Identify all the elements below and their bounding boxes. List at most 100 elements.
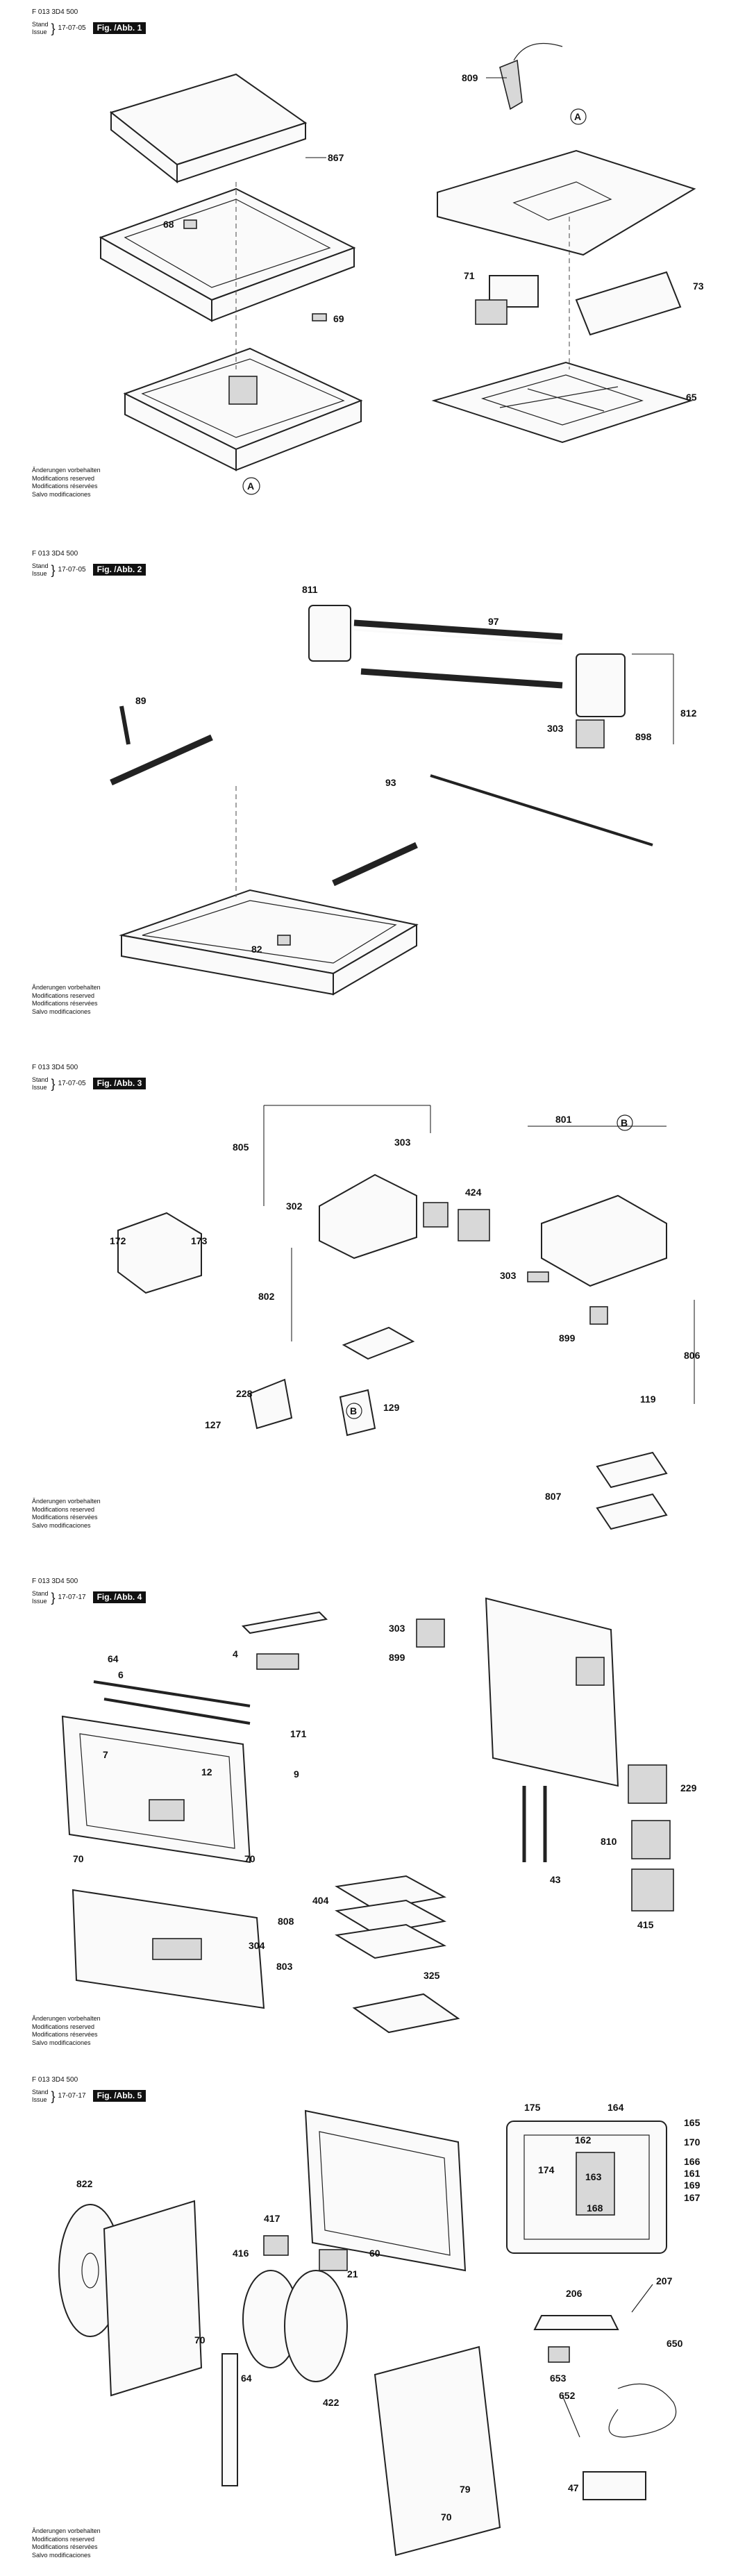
power-cable-part: [608, 2383, 677, 2438]
issue-label: Issue: [32, 2096, 47, 2103]
carriage-left-part: [308, 605, 351, 662]
base-plate-part: [352, 1993, 460, 2034]
lid-part: [109, 73, 308, 184]
callout-label: 68: [163, 219, 174, 230]
reference-marker: [570, 108, 587, 125]
modification-notes: Änderungen vorbehalten Modifications res…: [32, 2527, 101, 2560]
issue-label: Issue: [32, 28, 47, 35]
brush-part: [548, 2346, 570, 2363]
reference-marker: [617, 1114, 633, 1131]
print-head-part: [117, 1212, 202, 1294]
callout-label: 304: [249, 1940, 265, 1951]
modification-notes: Änderungen vorbehalten Modifications res…: [32, 984, 101, 1017]
callout-label: 802: [258, 1291, 275, 1302]
callout-label: 811: [302, 584, 318, 595]
exploded-view-drawing: 811 97 89 812 303 898 93 82: [110, 584, 697, 996]
callout-label: 170: [684, 2136, 701, 2148]
callout-label: 65: [686, 392, 697, 403]
scraper-part: [533, 2315, 619, 2330]
frame-part: [304, 2109, 467, 2272]
rear-housing-part: [485, 1597, 619, 1787]
callout-label: 207: [656, 2275, 673, 2286]
callout-label: 228: [236, 1388, 253, 1399]
callout-label: 404: [312, 1895, 329, 1906]
callout-label: 47: [568, 2482, 579, 2493]
callout-label: 6: [118, 1669, 124, 1680]
note-de: Änderungen vorbehalten: [32, 1498, 101, 1505]
exploded-view-drawing: 4 64 6 171 7 12 9 70 70 304 803 303: [61, 1597, 697, 2034]
callout-label: 167: [684, 2192, 701, 2203]
stand-label: Stand: [32, 20, 49, 28]
figure-title: Fig. /Abb. 2: [92, 564, 146, 576]
issue-label: Issue: [32, 569, 47, 577]
fan-part: [628, 1764, 667, 1804]
callout-label: 898: [635, 731, 652, 742]
connector-part: [319, 2249, 348, 2271]
part-number: F 013 3D4 500: [32, 2076, 78, 2084]
callout-label: 812: [680, 708, 697, 719]
figure-title: Fig. /Abb. 3: [92, 1078, 146, 1090]
callout-label: 9: [294, 1768, 299, 1780]
motor-part: [576, 719, 605, 748]
callout-label: 650: [667, 2338, 683, 2349]
callout-label: A: [247, 480, 254, 492]
callout-label: 70: [244, 1853, 255, 1864]
callout-label: 64: [241, 2373, 252, 2384]
side-panel-part: [103, 2200, 203, 2397]
callout-label: 89: [135, 695, 146, 706]
callout-label: 119: [640, 1394, 656, 1405]
issue-label: Issue: [32, 1083, 47, 1091]
callout-label: 69: [333, 313, 344, 324]
callout-label: B: [621, 1117, 628, 1128]
callout-label: 416: [233, 2248, 249, 2259]
callout-label: 805: [233, 1141, 249, 1153]
module-part: [489, 275, 539, 308]
note-fr: Modifications réservées: [32, 2543, 98, 2551]
clip-part: [312, 313, 327, 321]
callout-label: 70: [441, 2511, 452, 2523]
usb-cable-part: [562, 2395, 580, 2438]
callout-label: 162: [575, 2134, 592, 2146]
callout-label: 810: [601, 1836, 617, 1847]
callout-label: 653: [550, 2373, 567, 2384]
housing-shell-part: [249, 1378, 293, 1430]
note-fr: Modifications réservées: [32, 1514, 98, 1521]
modification-notes: Änderungen vorbehalten Modifications res…: [32, 1498, 101, 1530]
callout-label: 129: [383, 1402, 400, 1413]
tray-part: [596, 1451, 668, 1489]
note-fr: Modifications réservées: [32, 483, 98, 490]
callout-label: A: [574, 111, 581, 122]
lower-chassis-part: [123, 347, 363, 471]
callout-label: 229: [680, 1782, 697, 1793]
callout-label: 43: [550, 1874, 561, 1885]
callout-label: 822: [76, 2178, 93, 2189]
note-es: Salvo modificaciones: [32, 1008, 91, 1016]
callout-label: 168: [587, 2202, 603, 2214]
callout-label: 172: [110, 1235, 126, 1246]
gear-part: [423, 1202, 449, 1228]
issue-date: 17-07-17: [58, 1593, 86, 1601]
figure-title: Fig. /Abb. 5: [92, 2090, 146, 2102]
callout-label: 424: [465, 1187, 482, 1198]
callout-label: 79: [460, 2484, 471, 2495]
callout-label: 173: [191, 1235, 208, 1246]
board-stack-part: [335, 1875, 446, 1959]
note-fr: Modifications réservées: [32, 1000, 98, 1007]
callout-label: 21: [347, 2268, 358, 2280]
callout-label: 70: [73, 1853, 84, 1864]
note-en: Modifications reserved: [32, 992, 95, 999]
callout-label: 64: [108, 1653, 119, 1664]
callout-label: 171: [290, 1728, 307, 1739]
callout-label: 7: [103, 1749, 108, 1760]
callout-label: 899: [559, 1332, 576, 1344]
callout-label: 801: [555, 1114, 572, 1125]
callout-label: 165: [684, 2117, 701, 2128]
callout-label: 303: [394, 1137, 411, 1148]
reference-marker: [242, 477, 260, 495]
callout-label: 12: [201, 1766, 212, 1778]
